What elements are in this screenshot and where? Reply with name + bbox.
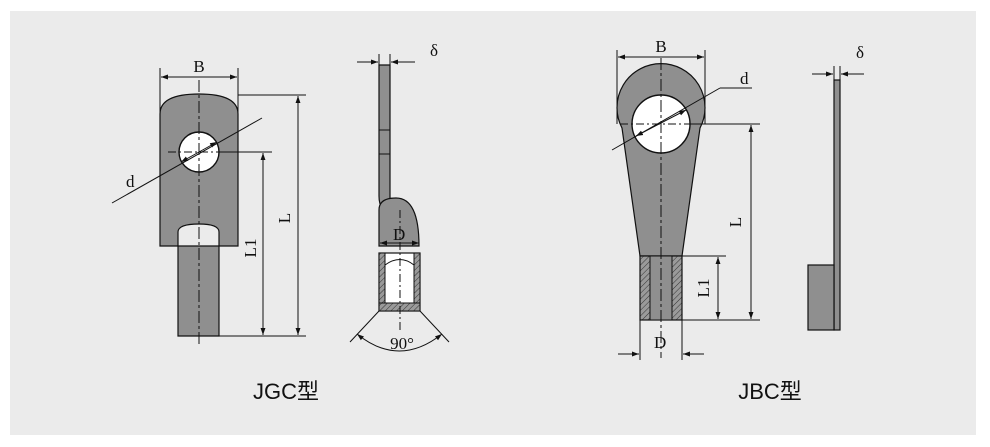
jbc-label-b: B <box>655 37 666 56</box>
jgc-front-view <box>111 68 306 344</box>
jbc-label-l1: L1 <box>694 279 713 298</box>
jbc-label-delta: δ <box>856 43 864 62</box>
jgc-caption: JGC型 <box>253 379 319 404</box>
jbc-caption: JBC型 <box>738 379 802 404</box>
jbc-label-d: d <box>740 69 749 88</box>
jgc-label-angle: 90° <box>390 334 414 353</box>
jbc-side-view <box>807 66 864 331</box>
jgc-side-view <box>349 54 450 352</box>
jgc-label-b: B <box>193 57 204 76</box>
jgc-label-l: L <box>275 213 294 223</box>
jgc-label-D: D <box>393 225 405 244</box>
jbc-front-view <box>611 50 760 360</box>
jgc-label-d: d <box>126 172 135 191</box>
jbc-label-D: D <box>654 333 666 352</box>
jbc-label-l: L <box>726 217 745 227</box>
jgc-label-l1: L1 <box>241 239 260 258</box>
jgc-label-delta: δ <box>430 41 438 60</box>
